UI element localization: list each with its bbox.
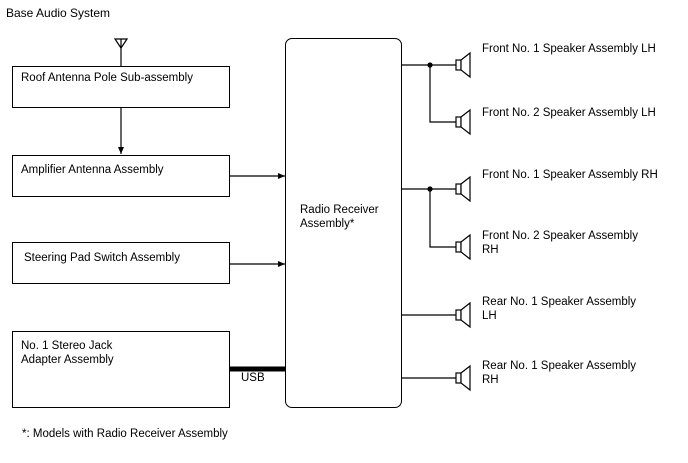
front-lh-wiring xyxy=(402,64,456,123)
radio-receiver-label: Radio Receiver Assembly* xyxy=(300,204,379,230)
radio-receiver-box: Radio Receiver Assembly* xyxy=(285,38,402,408)
antenna-icon xyxy=(113,38,129,66)
speaker-label-front-1-rh: Front No. 1 Speaker Assembly RH xyxy=(482,169,658,181)
steering-pad-box: Steering Pad Switch Assembly xyxy=(12,242,230,284)
front-rh-junction xyxy=(427,186,433,192)
stereo-jack-box: No. 1 Stereo Jack Adapter Assembly xyxy=(12,331,230,408)
speaker-icon xyxy=(455,301,471,329)
speaker-icon xyxy=(455,51,471,79)
roof-antenna-box: Roof Antenna Pole Sub-assembly xyxy=(12,66,230,108)
speaker-icon xyxy=(455,233,471,261)
steering-pad-label: Steering Pad Switch Assembly xyxy=(24,252,180,264)
stereo-jack-label: No. 1 Stereo Jack Adapter Assembly xyxy=(21,340,114,366)
speaker-label-rear-1-lh: Rear No. 1 Speaker Assembly LH xyxy=(482,296,637,322)
speaker-label-front-2-rh: Front No. 2 Speaker Assembly RH xyxy=(482,230,638,256)
speaker-icon xyxy=(455,108,471,136)
front-lh-junction xyxy=(427,62,433,68)
amplifier-antenna-box: Amplifier Antenna Assembly xyxy=(12,155,230,197)
speaker-label-front-1-lh: Front No. 1 Speaker Assembly LH xyxy=(482,43,656,55)
front-rh-wiring xyxy=(402,188,456,248)
footnote: *: Models with Radio Receiver Assembly xyxy=(22,428,228,440)
amplifier-antenna-label: Amplifier Antenna Assembly xyxy=(21,164,164,176)
usb-label: USB xyxy=(241,372,265,384)
speaker-icon xyxy=(455,175,471,203)
roof-antenna-label: Roof Antenna Pole Sub-assembly xyxy=(21,72,193,84)
speaker-label-rear-1-rh: Rear No. 1 Speaker Assembly RH xyxy=(482,360,637,386)
diagram-title: Base Audio System xyxy=(6,6,111,20)
speaker-icon xyxy=(455,364,471,392)
speaker-label-front-2-lh: Front No. 2 Speaker Assembly LH xyxy=(482,107,656,119)
